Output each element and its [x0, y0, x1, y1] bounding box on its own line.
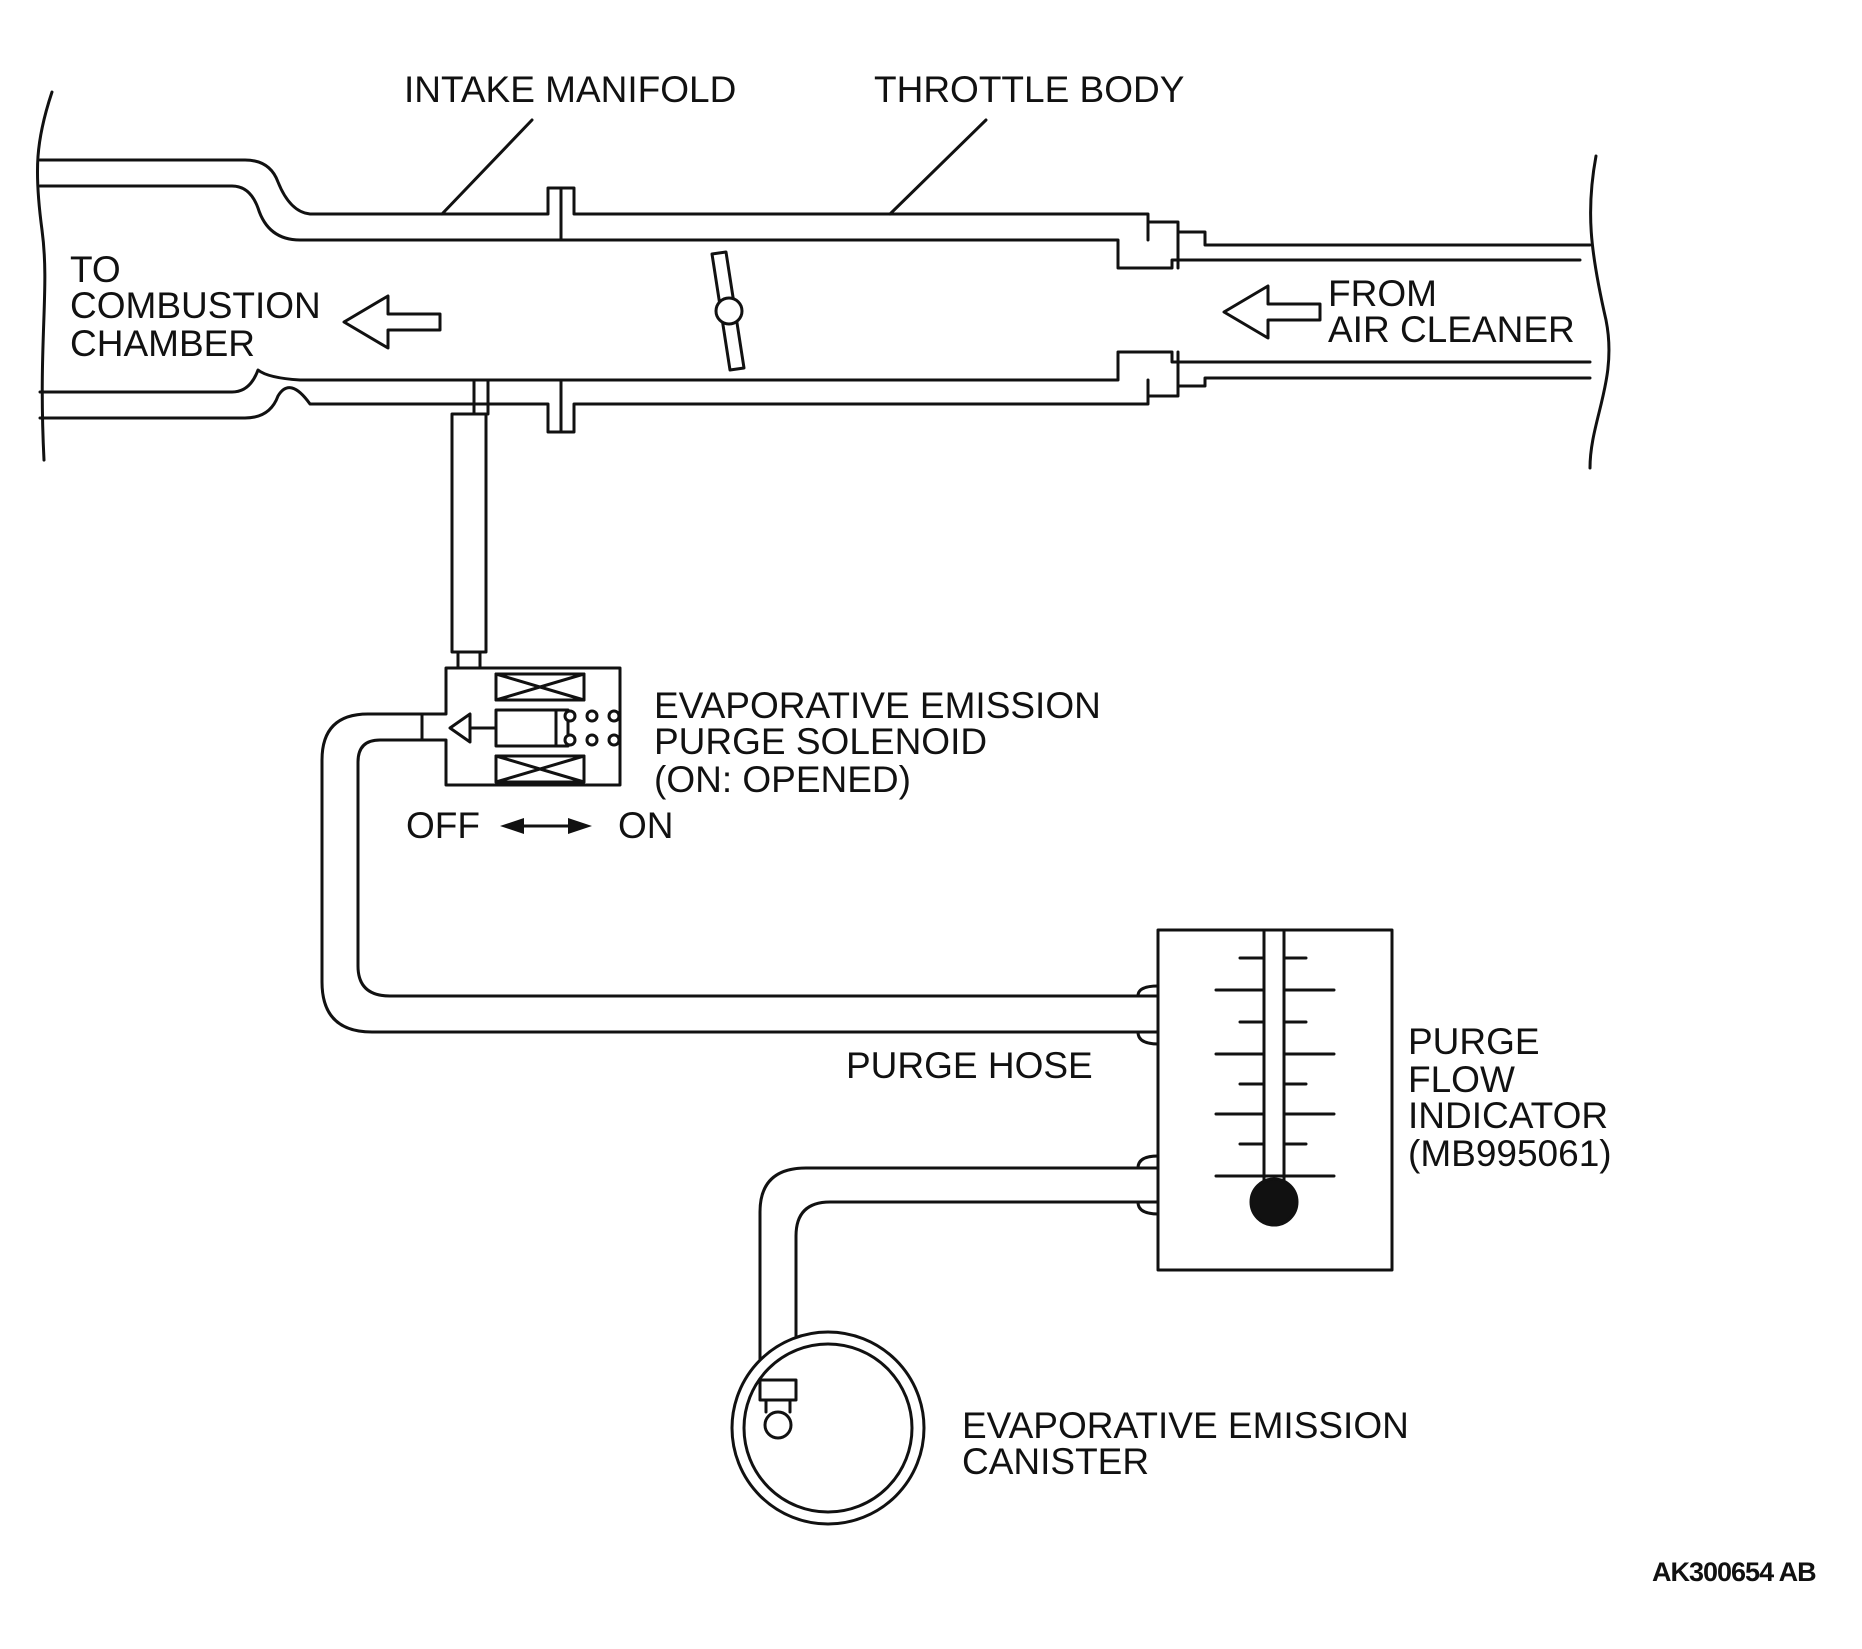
- purge-solenoid-label-line1: EVAPORATIVE EMISSION: [654, 685, 1101, 726]
- intake-manifold-leader: [440, 118, 534, 216]
- indicator-float-ball: [1249, 1177, 1299, 1227]
- canister-label-line2: CANISTER: [962, 1441, 1149, 1482]
- manifold-lower-outer-wall: [38, 376, 1592, 434]
- to-combustion-label-line3: CHAMBER: [70, 323, 255, 364]
- purge-solenoid-label-line3: (ON: OPENED): [654, 759, 911, 800]
- on-label: ON: [618, 805, 674, 846]
- from-air-cleaner-label-line2: AIR CLEANER: [1328, 309, 1575, 350]
- purge-flow-indicator-label-line3: INDICATOR: [1408, 1095, 1608, 1136]
- purge-flow-indicator-label-line1: PURGE: [1408, 1021, 1540, 1062]
- purge-flow-indicator-label-line2: FLOW: [1408, 1059, 1515, 1100]
- to-combustion-label-line1: TO: [70, 249, 121, 290]
- off-label: OFF: [406, 805, 480, 846]
- from-air-cleaner-arrow: [1222, 284, 1322, 340]
- purge-flow-indicator-label-line4: (MB995061): [1408, 1133, 1612, 1174]
- throttle-body-leader: [888, 118, 988, 216]
- from-air-cleaner-label-line1: FROM: [1328, 273, 1437, 314]
- purge-solenoid-label-line2: PURGE SOLENOID: [654, 721, 987, 762]
- right-break-line: [1588, 154, 1611, 470]
- throttle-body-flange-lower: [1146, 350, 1180, 398]
- canister-label-line1: EVAPORATIVE EMISSION: [962, 1405, 1409, 1446]
- purge-flow-indicator: [1136, 928, 1394, 1272]
- purge-solenoid: [420, 666, 622, 787]
- intake-manifold-label: INTAKE MANIFOLD: [404, 69, 736, 110]
- throttle-valve: [710, 250, 746, 372]
- solenoid-vacuum-pipe: [450, 378, 490, 670]
- canister-hose: [758, 1166, 1160, 1402]
- to-combustion-label-line2: COMBUSTION: [70, 285, 321, 326]
- left-break-line: [35, 90, 54, 462]
- purge-hose-label: PURGE HOSE: [846, 1045, 1093, 1086]
- evaporative-emission-canister: [730, 1330, 926, 1526]
- to-combustion-arrow: [342, 294, 442, 350]
- throttle-body-flange-upper: [1146, 220, 1180, 270]
- figure-code: AK300654 AB: [1652, 1557, 1816, 1587]
- off-on-arrow: [500, 818, 592, 834]
- purge-hose: [320, 712, 1160, 1034]
- intake-pipe: [35, 90, 1611, 470]
- throttle-body-label: THROTTLE BODY: [874, 69, 1184, 110]
- manifold-upper-outer-wall: [38, 158, 1592, 247]
- manifold-lower-inner-wall: [38, 350, 1592, 394]
- manifold-upper-inner-wall: [38, 184, 1582, 270]
